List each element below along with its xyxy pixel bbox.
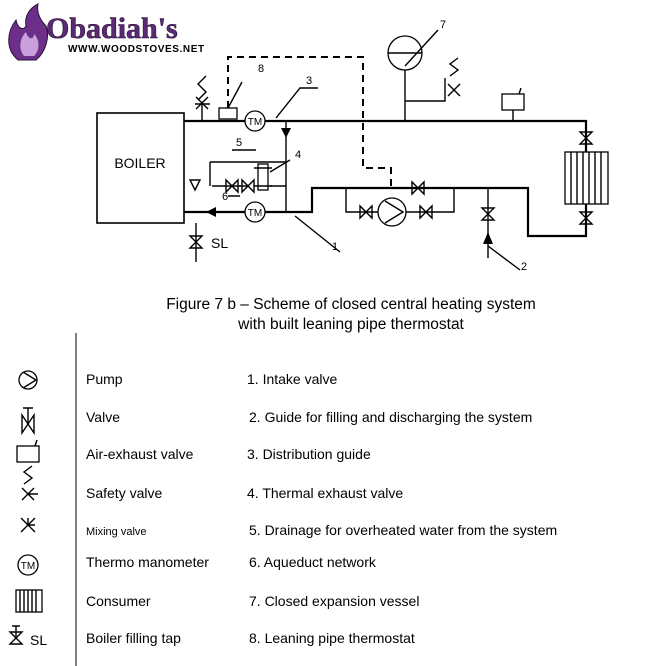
tm-top-label: TM (248, 117, 262, 128)
boiler-filling-tap-diagram-icon (188, 235, 204, 249)
caption-line-1: Figure 7 b – Scheme of closed central he… (166, 296, 536, 313)
flow-arrow-up-icon (483, 232, 493, 244)
legend-name-mixing-valve: Mixing valve (86, 526, 147, 538)
legend-name-air-exhaust: Air-exhaust valve (86, 446, 194, 462)
radiator-valve-bottom-icon (578, 211, 594, 225)
legend-item-8: 8. Leaning pipe thermostat (249, 630, 415, 646)
sl-label: SL (211, 235, 228, 251)
safety-valve-top-icon (195, 75, 210, 121)
legend-name-pump: Pump (86, 371, 123, 387)
thermal-exhaust-valve-icon (254, 163, 272, 191)
callout-3: 3 (306, 75, 312, 87)
legend-safety-valve-icon (21, 465, 38, 501)
legend-name-thermo-manometer: Thermo manometer (86, 554, 209, 570)
callout-2: 2 (521, 261, 527, 273)
legend-pump-icon (18, 370, 38, 390)
drain-funnel-icon (188, 179, 202, 192)
callout-8: 8 (258, 63, 264, 75)
logo: Obadiah's WWW.WOODSTOVES.NET (8, 3, 205, 61)
callout-leaders (227, 29, 521, 271)
caption-line-2: with built leaning pipe thermostat (237, 316, 464, 333)
fill-guide-valve-icon (480, 207, 496, 221)
flow-arrow-down-icon (281, 128, 291, 138)
logo-brand: Obadiah's (46, 12, 178, 45)
legend-item-2: 2. Guide for filling and discharging the… (249, 409, 532, 425)
legend-item-1: 1. Intake valve (247, 371, 337, 387)
flow-arrow-left-icon (206, 207, 216, 217)
bypass-valve-right-icon (419, 204, 433, 220)
expansion-vessel-icon (387, 35, 423, 71)
supply-line (184, 119, 588, 137)
mixing-valve-left-icon (225, 178, 239, 194)
aqueduct-lines (209, 121, 287, 212)
logo-url: WWW.WOODSTOVES.NET (68, 44, 205, 55)
vessel-side-line (405, 78, 446, 102)
callout-1: 1 (332, 241, 338, 253)
legend-item-6: 6. Aqueduct network (249, 554, 377, 570)
thermo-manometer-top-icon (244, 110, 266, 132)
boiler-label: BOILER (114, 155, 165, 171)
legend-item-4: 4. Thermal exhaust valve (247, 485, 403, 501)
circulation-pump-icon (377, 197, 407, 227)
callout-6: 6 (222, 191, 228, 203)
legend-name-boiler-filling-tap: Boiler filling tap (86, 630, 181, 646)
legend-name-valve: Valve (86, 409, 120, 425)
thermo-manometer-bottom-icon (244, 201, 266, 223)
legend-mixing-valve-icon (20, 517, 36, 533)
legend-name-consumer: Consumer (86, 593, 151, 609)
radiator-consumer-icon (564, 151, 609, 205)
legend-item-3: 3. Distribution guide (247, 446, 371, 462)
return-line (184, 186, 588, 238)
safety-valve-vessel-icon (447, 57, 461, 97)
logo-flame-inner-icon (20, 32, 39, 56)
boiler-box (96, 112, 185, 224)
callout-7: 7 (440, 19, 446, 31)
legend-consumer-icon (15, 589, 43, 613)
air-exhaust-valve-diagram-icon (501, 87, 525, 121)
mixing-valve-right-icon (241, 178, 255, 194)
legend-item-5: 5. Drainage for overheated water from th… (249, 522, 557, 538)
legend-name-safety-valve: Safety valve (86, 485, 162, 501)
legend-air-exhaust-valve-icon (16, 439, 40, 463)
bypass-valve-left-icon (359, 204, 373, 220)
legend-item-7: 7. Closed expansion vessel (249, 593, 419, 609)
bypass-valve-top-icon (411, 180, 425, 196)
radiator-valve-top-icon (578, 131, 594, 145)
legend-boiler-filling-tap-icon (8, 625, 24, 645)
schematic: BOILER TM TM (96, 19, 609, 273)
callout-4: 4 (295, 149, 301, 161)
leaning-pipe-thermostat-icon (218, 107, 238, 120)
svg-text:TM: TM (21, 561, 35, 572)
legend: TM SL Pump Valve Air-exhaust valve Safet… (8, 333, 557, 666)
callout-5: 5 (236, 137, 242, 149)
tm-bottom-label: TM (248, 208, 262, 219)
legend-valve-icon (21, 407, 35, 436)
legend-sl-label: SL (30, 632, 47, 648)
thermostat-dashed-line (227, 56, 392, 190)
legend-thermo-manometer-icon: TM (17, 554, 39, 576)
